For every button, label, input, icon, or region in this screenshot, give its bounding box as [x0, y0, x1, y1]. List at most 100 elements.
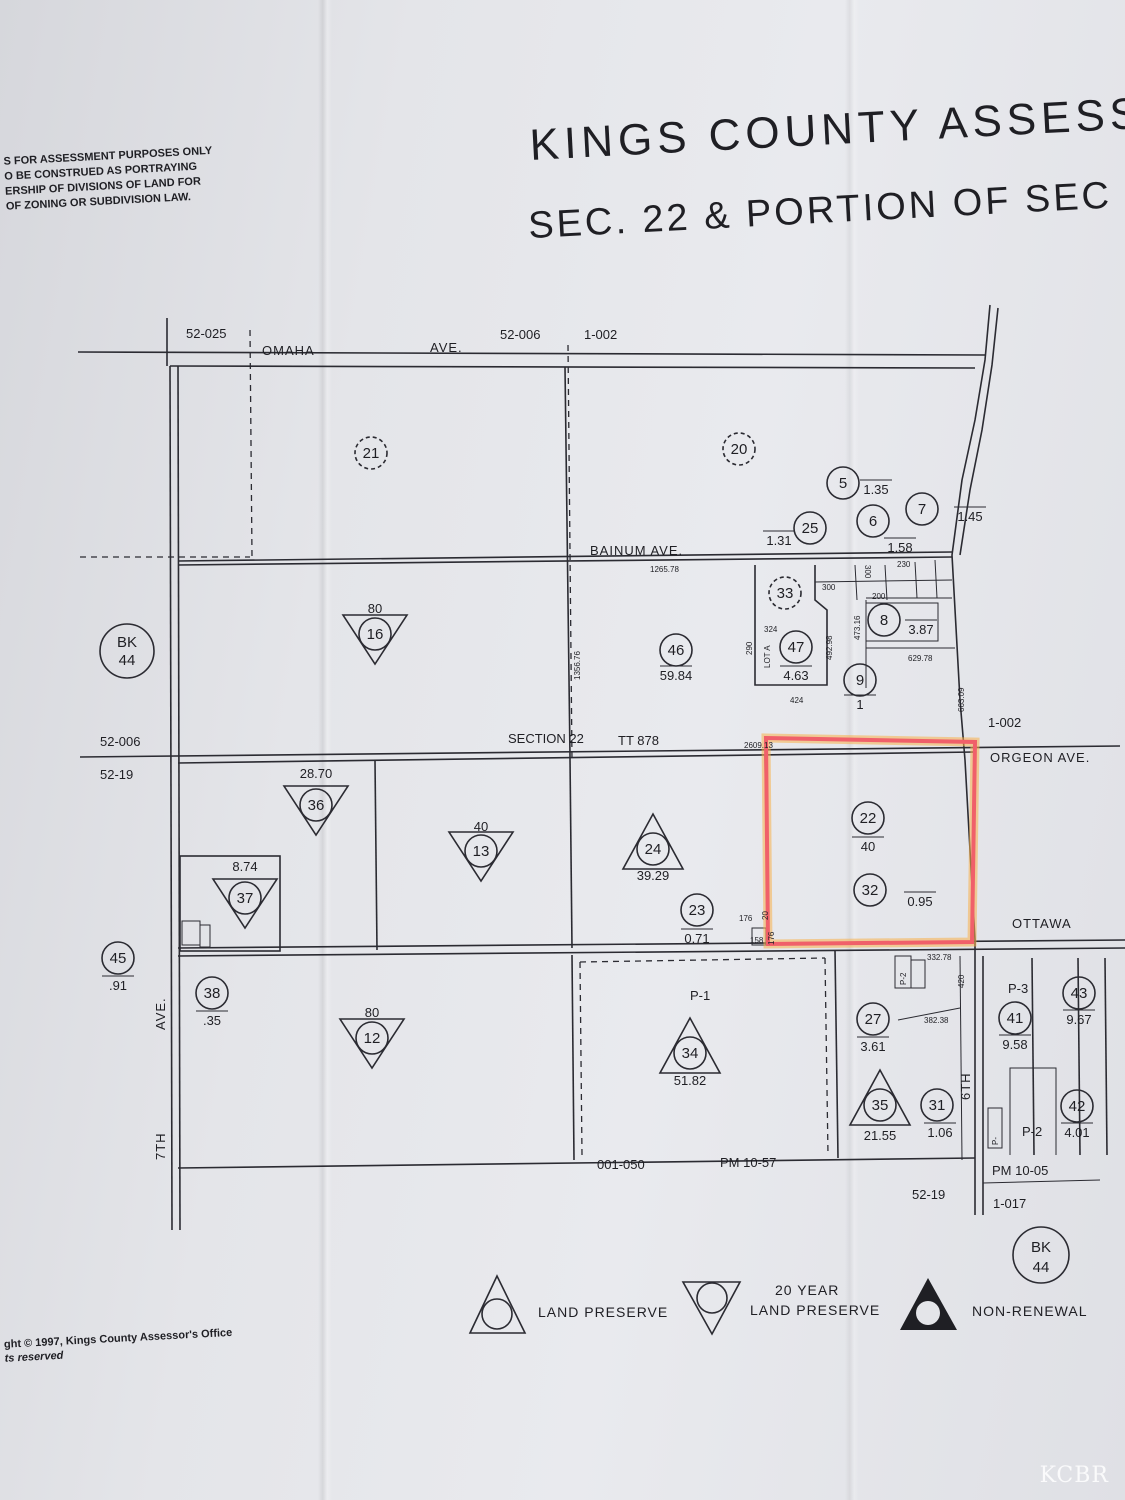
parcel-marker-32[interactable]: 320.95 — [853, 873, 936, 909]
parcel-circle — [680, 893, 714, 927]
parcel-circle — [779, 630, 813, 664]
parcel-marker-41[interactable]: 419.58 — [998, 1001, 1032, 1052]
road-label-ottawa: OTTAWA — [1012, 916, 1072, 931]
parcel-number: 13 — [473, 843, 490, 860]
parcel-number: 34 — [682, 1045, 699, 1062]
parcel-number: 32 — [862, 882, 879, 899]
paper-fold — [318, 0, 332, 1500]
svg-text:44: 44 — [1033, 1259, 1050, 1276]
parcel-marker-37[interactable]: 378.74 — [211, 859, 279, 930]
parcel-marker-27[interactable]: 273.61 — [856, 1002, 890, 1054]
svg-text:424: 424 — [790, 696, 804, 705]
parcel-marker-47[interactable]: 474.63 — [779, 630, 813, 683]
map-ref: 52-025 — [186, 326, 226, 341]
svg-text:382.38: 382.38 — [924, 1016, 949, 1025]
parcel-circle — [920, 1088, 954, 1122]
svg-text:200: 200 — [872, 592, 886, 601]
parcel-marker-8[interactable]: 83.87 — [867, 603, 937, 637]
twenty-year-preserve-legend-icon — [681, 1281, 742, 1336]
parcel-circle — [867, 603, 901, 637]
parcel-circle — [863, 1088, 897, 1122]
parcel-number: 41 — [1007, 1010, 1024, 1027]
parcel-marker-38[interactable]: 38.35 — [195, 976, 229, 1028]
map-ref: 52-19 — [100, 767, 133, 782]
parcel-marker-25[interactable]: 251.31 — [763, 511, 827, 548]
parcel-marker-45[interactable]: 45.91 — [101, 941, 135, 993]
parcel-marker-23[interactable]: 230.71 — [680, 893, 714, 946]
map-title: KINGS COUNTY ASSESS — [528, 89, 1125, 170]
parcel-circle — [195, 976, 229, 1010]
parcel-circle — [768, 576, 802, 610]
parcel-circle — [793, 511, 827, 545]
road-label-7th: 7TH — [153, 1132, 168, 1160]
parcel-circle — [354, 436, 388, 470]
road-label-7th-ave: AVE. — [153, 997, 168, 1030]
parcel-acreage: 1.31 — [766, 533, 791, 548]
svg-text:1265.78: 1265.78 — [650, 565, 679, 574]
parcel-marker-42[interactable]: 424.01 — [1060, 1089, 1094, 1140]
tract-label: TT 878 — [618, 733, 659, 748]
legend-label: LAND PRESERVE — [538, 1304, 668, 1320]
parcel-circle — [101, 941, 135, 975]
parcel-marker-9[interactable]: 91 — [843, 663, 877, 712]
parcel-number: 23 — [689, 902, 706, 919]
parcel-acreage: 3.87 — [908, 622, 933, 637]
parcel-circle — [853, 873, 887, 907]
twenty-year-triangle — [338, 1018, 406, 1070]
parcel-marker-21[interactable]: 21 — [354, 436, 388, 470]
map-subtitle: SEC. 22 & PORTION OF SEC — [527, 175, 1113, 248]
parcel-circle — [355, 1021, 389, 1055]
road-label-6th: 6TH — [958, 1072, 973, 1100]
svg-text:230: 230 — [897, 560, 911, 569]
parcel-number: 37 — [237, 890, 254, 907]
parcel-circle — [905, 492, 939, 526]
plat-label: P-2 — [1022, 1124, 1042, 1139]
svg-text:ght © 1997, Kings County Asses: ght © 1997, Kings County Assessor's Offi… — [4, 1327, 233, 1351]
parcel-acreage: 0.71 — [684, 931, 709, 946]
parcel-circle — [856, 1002, 890, 1036]
map-ref: 1-002 — [584, 327, 617, 342]
dimension-labels: 1265.78 1356.76 2609.13 663.09 629.78 47… — [573, 560, 966, 1025]
parcel-marker-31[interactable]: 311.06 — [920, 1088, 956, 1140]
copyright: ght © 1997, Kings County Assessor's Offi… — [4, 1327, 233, 1365]
parcel-marker-6[interactable]: 61.58 — [856, 504, 916, 555]
parcel-acreage: 28.70 — [300, 766, 333, 781]
svg-text:176: 176 — [739, 914, 753, 923]
parcel-marker-43[interactable]: 439.67 — [1062, 976, 1096, 1027]
parcel-marker-20[interactable]: 20 — [722, 432, 756, 466]
plat-label: P-2 — [899, 972, 908, 985]
parcel-number: 33 — [777, 585, 794, 602]
book-ref-left: BK 44 — [99, 623, 155, 679]
svg-text:290: 290 — [745, 641, 754, 655]
parcel-number: 25 — [802, 520, 819, 537]
parcel-acreage: 59.84 — [660, 668, 693, 683]
road-label-omaha-ave: AVE. — [430, 340, 463, 355]
parcel-number: 12 — [364, 1030, 381, 1047]
disclaimer: S FOR ASSESSMENT PURPOSES ONLY O BE CONS… — [3, 145, 213, 213]
highlighted-parcel-boundary[interactable] — [761, 733, 980, 949]
parcel-marker-33[interactable]: 33 — [768, 576, 802, 610]
legend-label: 20 YEAR — [775, 1282, 839, 1298]
svg-text:663.09: 663.09 — [957, 687, 966, 712]
legend-label: NON-RENEWAL — [972, 1303, 1088, 1319]
map-ref: 52-19 — [912, 1187, 945, 1202]
svg-text:158: 158 — [750, 936, 764, 945]
parcel-number: 20 — [731, 441, 748, 458]
svg-text:176: 176 — [767, 931, 776, 945]
svg-text:44: 44 — [119, 652, 136, 669]
svg-text:20: 20 — [761, 911, 770, 920]
parcel-acreage: 8.74 — [232, 859, 257, 874]
